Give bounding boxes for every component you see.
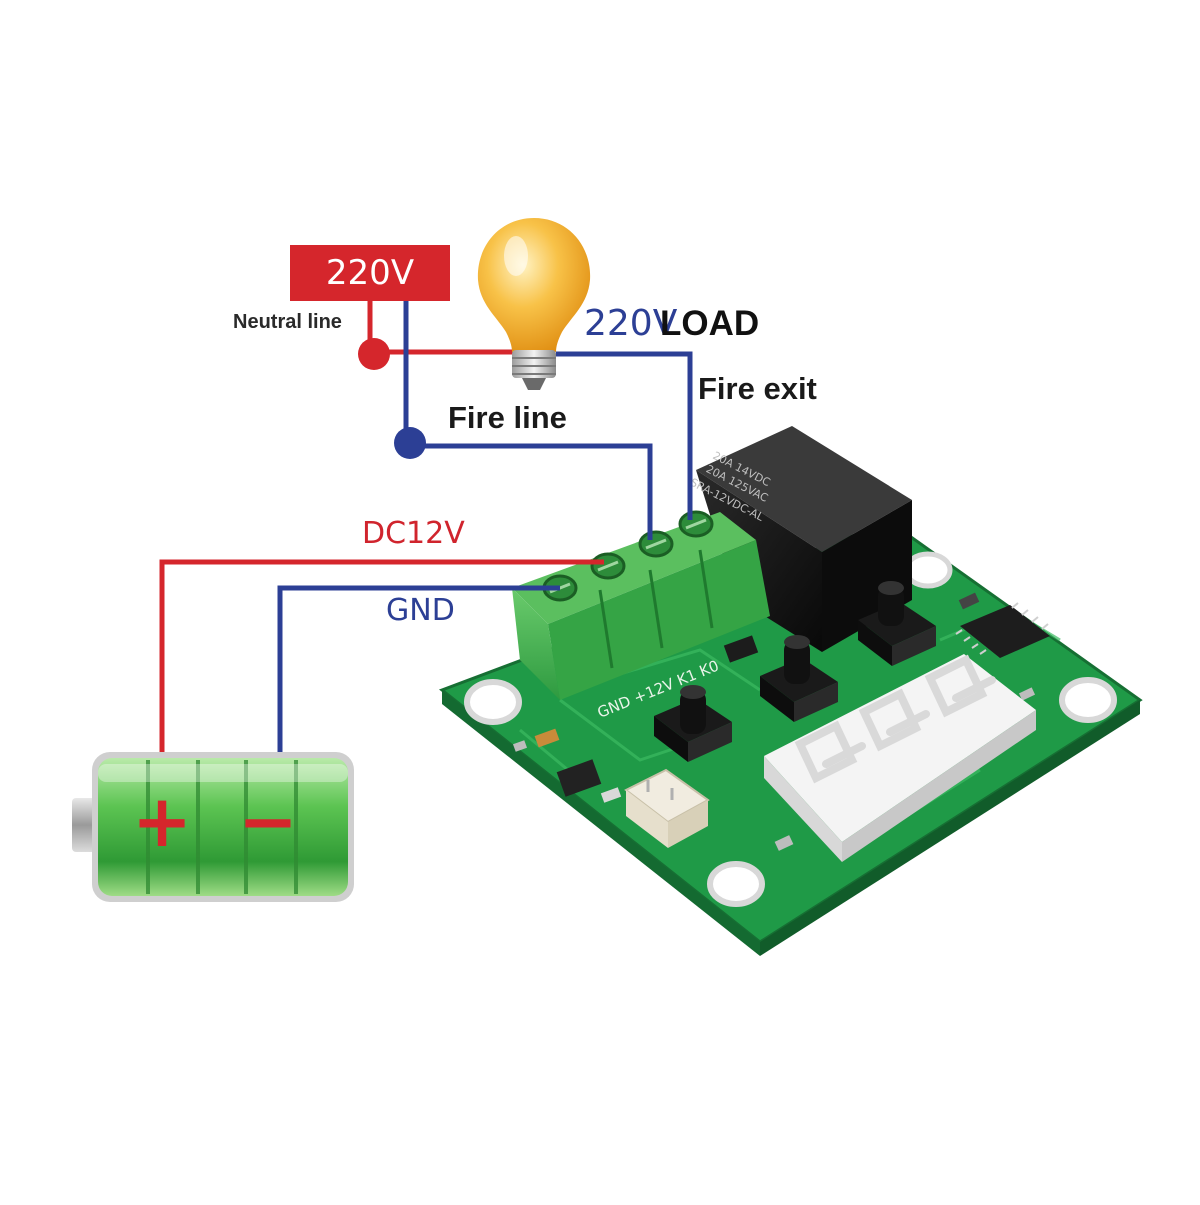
display-digit	[858, 688, 930, 752]
fire-line-label: Fire line	[448, 400, 567, 435]
neutral-line-label: Neutral line	[233, 311, 342, 333]
mounting-hole	[707, 861, 765, 907]
battery-positive-symbol: +	[132, 779, 192, 863]
push-button[interactable]	[760, 635, 838, 722]
mounting-hole	[1059, 677, 1117, 723]
fire-exit-label: Fire exit	[698, 371, 817, 406]
push-button[interactable]	[858, 581, 936, 666]
terminal-block[interactable]	[512, 510, 770, 700]
smd-components	[512, 592, 1036, 851]
gnd-wire	[277, 585, 560, 760]
screw-terminal[interactable]	[590, 552, 626, 580]
gnd-label: GND	[386, 593, 455, 628]
seven-segment-display	[764, 654, 1036, 862]
screw-terminal[interactable]	[678, 510, 714, 538]
sensor-connector	[624, 768, 710, 848]
display-digit	[924, 654, 996, 718]
battery-negative-symbol: −	[238, 779, 298, 863]
microcontroller-chip	[955, 602, 1050, 658]
push-button[interactable]	[654, 685, 732, 762]
neutral-junction	[358, 338, 390, 370]
dc12v-wire	[159, 559, 604, 760]
dc12v-label: DC12V	[362, 516, 465, 551]
pcb-edge	[442, 690, 760, 956]
supply-voltage-label: 220V	[290, 245, 450, 301]
screw-terminal[interactable]	[638, 530, 674, 558]
light-bulb-icon	[477, 218, 591, 390]
fire-exit-wire	[556, 351, 693, 520]
fire-line-wire	[403, 300, 653, 540]
fire-line-junction	[394, 427, 426, 459]
mounting-hole	[464, 679, 522, 725]
display-digit	[794, 720, 866, 784]
load-voltage-label: 220V	[584, 303, 678, 344]
battery-icon	[72, 752, 354, 902]
pcb-edge-right	[760, 700, 1140, 956]
load-label: LOAD	[660, 304, 760, 343]
controller-board: 20A 14VDC 20A 125VAC SRA-12VDC-AL	[438, 426, 1143, 956]
mounting-hole	[903, 551, 953, 589]
